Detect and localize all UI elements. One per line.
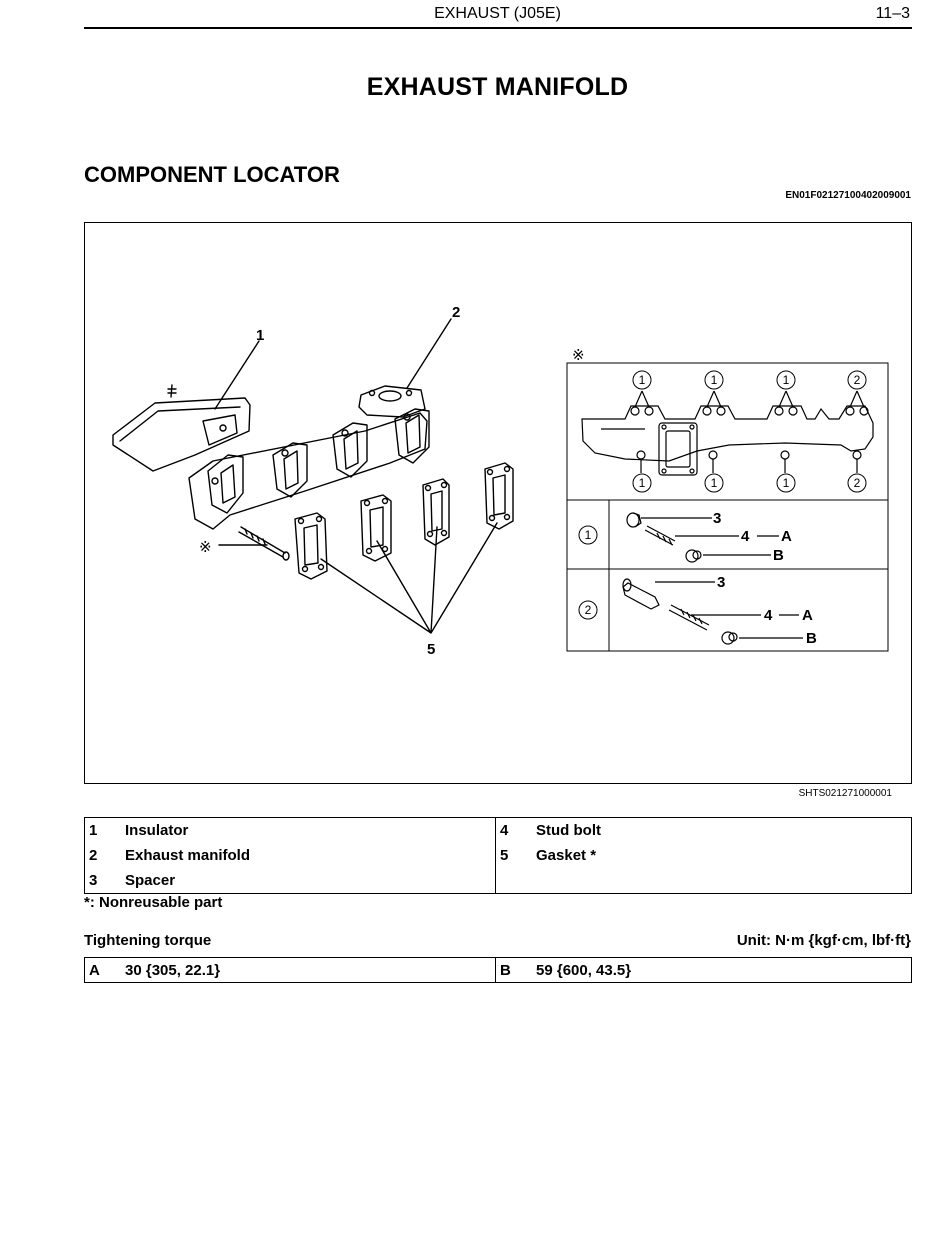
nonreusable-note: *: Nonreusable part — [84, 894, 223, 911]
detail-row-1-label-a: A — [781, 528, 792, 545]
torque-label: Tightening torque — [84, 932, 212, 949]
parts-table: 1 Insulator 4 Stud bolt 2 Exhaust manifo… — [84, 817, 912, 894]
note-mark-detail: ※ — [572, 346, 585, 364]
detail-row-2-label-b: B — [806, 630, 817, 647]
table-row: 2 Exhaust manifold 5 Gasket * — [85, 843, 912, 868]
header-section-title: EXHAUST (J05E) — [434, 5, 561, 22]
table-row: 1 Insulator 4 Stud bolt — [85, 817, 912, 843]
document-id: EN01F02127100402009001 — [785, 190, 911, 201]
torque-key: B — [495, 957, 532, 983]
detail-row-2-parts — [622, 578, 803, 645]
detail-bottom-marker-4: 2 — [854, 476, 861, 490]
detail-row-2-label-3: 3 — [717, 574, 725, 591]
torque-value: 59 {600, 43.5} — [536, 961, 632, 979]
part-number: 4 — [495, 817, 532, 843]
table-row: A 30 {305, 22.1} B 59 {600, 43.5} — [85, 957, 912, 983]
header-page-number: 11–3 — [875, 5, 910, 22]
part-number: 2 — [89, 847, 98, 864]
callout-1: 1 — [256, 327, 264, 344]
part-name: Gasket * — [536, 847, 597, 864]
empty-cell — [495, 868, 532, 894]
part-number: 3 — [89, 872, 98, 889]
empty-cell — [532, 868, 912, 894]
detail-row-2-marker: 2 — [585, 603, 592, 617]
part-name: Exhaust manifold — [125, 847, 251, 864]
figure-id: SHTS021271000001 — [798, 788, 892, 799]
table-row: 3 Spacer — [85, 868, 912, 894]
callout-5: 5 — [427, 641, 435, 658]
torque-table: A 30 {305, 22.1} B 59 {600, 43.5} — [84, 957, 912, 983]
part-number: 5 — [495, 843, 532, 868]
page-title: EXHAUST MANIFOLD — [366, 73, 629, 101]
torque-value: 30 {305, 22.1} — [125, 961, 221, 979]
torque-key: A — [89, 961, 100, 979]
stud-bolt-drawing — [238, 526, 290, 561]
detail-row-1-label-3: 3 — [713, 510, 721, 527]
gaskets-drawing — [294, 462, 514, 580]
torque-unit: Unit: N·m {kgf·cm, lbf·ft} — [736, 932, 911, 949]
detail-row-2-label-4: 4 — [764, 607, 773, 624]
part-name: Stud bolt — [536, 822, 601, 839]
detail-row-1-parts — [626, 512, 779, 563]
exhaust-manifold-drawing — [188, 385, 430, 530]
note-mark-main: ※ — [199, 538, 212, 556]
callout-2: 2 — [452, 304, 460, 321]
leader-2 — [406, 318, 452, 389]
header-rule — [84, 27, 912, 29]
detail-row-2-label-a: A — [802, 607, 813, 624]
manifold-top-view — [581, 390, 874, 476]
detail-bottom-marker-1: 1 — [639, 476, 646, 490]
leader-5 — [320, 522, 498, 634]
detail-top-marker-1: 1 — [639, 373, 646, 387]
detail-bottom-marker-3: 1 — [783, 476, 790, 490]
detail-row-1-label-b: B — [773, 547, 784, 564]
detail-bottom-marker-2: 1 — [711, 476, 718, 490]
leader-1 — [214, 340, 260, 410]
part-number: 1 — [89, 822, 98, 839]
part-name: Insulator — [125, 822, 189, 839]
detail-row-1-marker: 1 — [585, 528, 592, 542]
insulator-drawing — [112, 384, 251, 472]
detail-top-marker-3: 1 — [783, 373, 790, 387]
detail-panel — [566, 362, 889, 652]
detail-row-1-label-4: 4 — [741, 528, 750, 545]
component-figure: 1 2 5 ※ ※ — [84, 222, 912, 784]
detail-top-marker-2: 1 — [711, 373, 718, 387]
section-title: COMPONENT LOCATOR — [84, 162, 340, 187]
detail-top-marker-4: 2 — [854, 373, 861, 387]
part-name: Spacer — [125, 872, 176, 889]
component-diagram: 1 2 5 ※ ※ — [112, 304, 889, 658]
